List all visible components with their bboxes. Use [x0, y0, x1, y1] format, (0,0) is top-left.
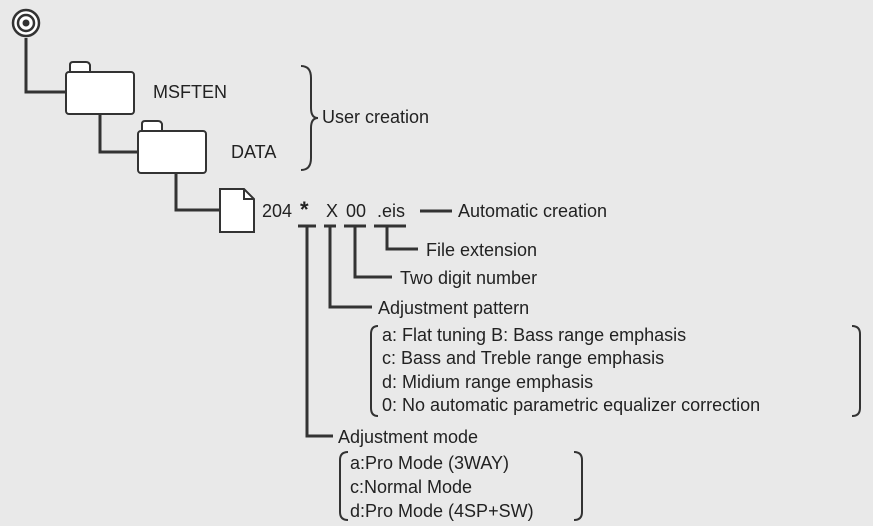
pattern-option: a: Flat tuning B: Bass range emphasis	[382, 325, 687, 345]
pattern-option: 0: No automatic parametric equalizer cor…	[382, 395, 761, 415]
adjustment-pattern-label: Adjustment pattern	[378, 298, 530, 318]
mode-leader	[305, 227, 333, 438]
mode-brace-right	[573, 451, 583, 521]
two-digit-number-label: Two digit number	[400, 268, 538, 288]
filename-pattern: X	[326, 201, 339, 221]
adjustment-mode-label: Adjustment mode	[338, 427, 479, 447]
user-creation-label: User creation	[322, 107, 430, 127]
pattern-option: d: Midium range emphasis	[382, 372, 594, 392]
file-extension-label: File extension	[426, 240, 538, 260]
file-icon	[219, 188, 255, 233]
pattern-brace-left	[370, 325, 379, 417]
pattern-option: c: Bass and Treble range emphasis	[382, 348, 665, 368]
mode-brace-left	[339, 451, 349, 521]
mode-option: a:Pro Mode (3WAY)	[350, 453, 510, 473]
folder-label-msften: MSFTEN	[153, 82, 227, 102]
data-connector	[174, 170, 220, 212]
automatic-creation-label: Automatic creation	[458, 201, 608, 221]
user-creation-brace	[300, 65, 319, 171]
filename-extension: .eis	[377, 201, 406, 221]
filename-prefix: 204	[262, 201, 293, 221]
folder-label-data: DATA	[231, 142, 277, 162]
filename-number: 00	[346, 201, 367, 221]
pattern-leader	[328, 227, 372, 309]
extension-leader	[385, 227, 418, 251]
number-leader	[353, 227, 392, 279]
filename-star: *	[300, 197, 309, 222]
pattern-brace-right	[851, 325, 861, 417]
mode-option: c:Normal Mode	[350, 477, 473, 497]
drive-icon	[11, 8, 41, 38]
folder-icon-data	[137, 120, 207, 174]
folder-icon-msften	[65, 61, 135, 115]
msften-connector	[98, 112, 138, 154]
root-connector	[24, 38, 66, 94]
mode-option: d:Pro Mode (4SP+SW)	[350, 501, 534, 521]
